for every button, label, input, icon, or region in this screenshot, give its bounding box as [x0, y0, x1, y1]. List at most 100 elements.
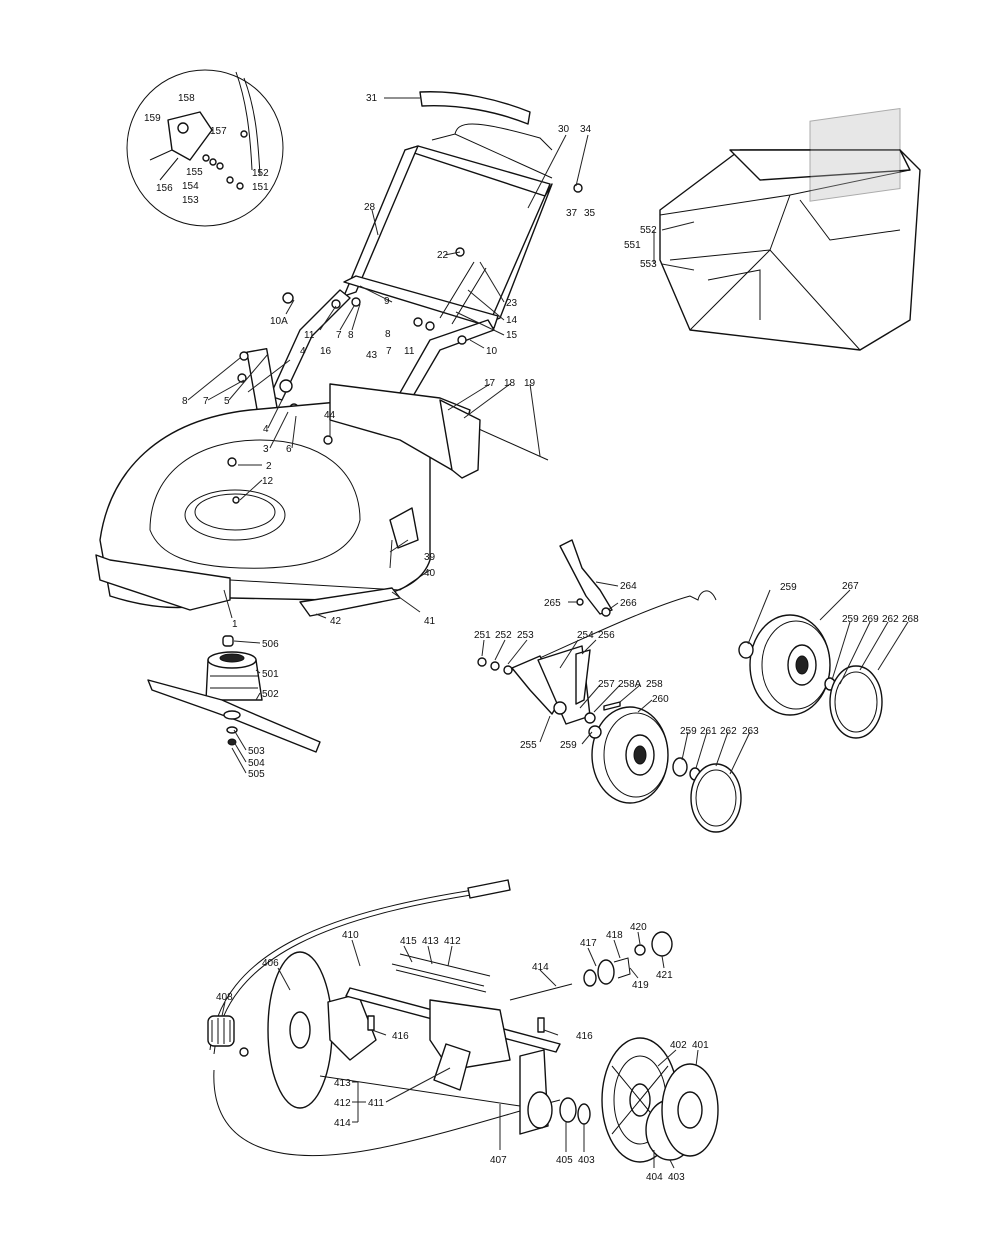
label-413a: 413	[422, 936, 439, 947]
label-259b: 259	[680, 726, 697, 737]
label-251: 251	[474, 630, 491, 641]
label-41: 41	[424, 616, 436, 627]
label-7c: 7	[203, 396, 209, 407]
label-411: 411	[368, 1098, 384, 1109]
label-159: 159	[144, 113, 161, 124]
label-18: 18	[504, 378, 516, 389]
label-264: 264	[620, 581, 637, 592]
label-261: 261	[700, 726, 717, 737]
label-43: 43	[366, 350, 378, 361]
label-407: 407	[490, 1155, 507, 1166]
label-506: 506	[262, 639, 279, 650]
label-408: 408	[216, 992, 233, 1003]
label-10a: 10A	[270, 316, 288, 327]
label-3: 3	[263, 444, 269, 455]
label-410: 410	[342, 930, 359, 941]
label-156: 156	[156, 183, 173, 194]
label-152: 152	[252, 168, 269, 179]
label-256: 256	[598, 630, 615, 641]
label-35: 35	[584, 208, 596, 219]
label-414a: 414	[532, 962, 549, 973]
label-262a: 262	[720, 726, 737, 737]
label-415: 415	[400, 936, 417, 947]
label-30: 30	[558, 124, 570, 135]
label-269: 269	[862, 614, 879, 625]
label-252: 252	[495, 630, 512, 641]
label-259a: 259	[560, 740, 577, 751]
label-401: 401	[692, 1040, 709, 1051]
label-255: 255	[520, 740, 537, 751]
label-503: 503	[248, 746, 265, 757]
label-2: 2	[266, 461, 272, 472]
label-17: 17	[484, 378, 496, 389]
label-419: 419	[632, 980, 649, 991]
label-22: 22	[437, 250, 449, 261]
label-8a: 8	[348, 330, 354, 341]
label-403a: 403	[578, 1155, 595, 1166]
label-262b: 262	[882, 614, 899, 625]
label-267: 267	[842, 581, 859, 592]
label-552: 552	[640, 225, 657, 236]
label-8c: 8	[182, 396, 188, 407]
label-505: 505	[248, 769, 265, 780]
label-7b: 7	[386, 346, 392, 357]
label-259d: 259	[842, 614, 859, 625]
label-502: 502	[262, 689, 279, 700]
label-406: 406	[262, 958, 279, 969]
label-155: 155	[186, 167, 203, 178]
label-12: 12	[262, 476, 274, 487]
label-14: 14	[506, 315, 518, 326]
label-4a: 4	[300, 346, 306, 357]
label-7a: 7	[336, 330, 342, 341]
label-1: 1	[232, 619, 238, 630]
label-34: 34	[580, 124, 592, 135]
label-258a: 258A	[618, 679, 642, 690]
rear-wheel	[738, 614, 883, 739]
label-4b: 4	[263, 424, 269, 435]
label-9: 9	[384, 296, 390, 307]
label-11a: 11	[304, 330, 315, 341]
label-151: 151	[252, 182, 269, 193]
mower-deck	[95, 383, 481, 617]
label-553: 553	[640, 259, 657, 270]
label-6: 6	[286, 444, 292, 455]
label-266: 266	[620, 598, 637, 609]
label-158: 158	[178, 93, 195, 104]
label-412b: 412	[334, 1098, 351, 1109]
detail-inset	[126, 69, 284, 227]
label-40: 40	[424, 568, 436, 579]
label-253: 253	[517, 630, 534, 641]
label-265: 265	[544, 598, 561, 609]
label-420: 420	[630, 922, 647, 933]
label-16: 16	[320, 346, 332, 357]
label-421: 421	[656, 970, 673, 981]
label-417: 417	[580, 938, 597, 949]
grass-box	[659, 107, 921, 351]
label-259c: 259	[780, 582, 797, 593]
label-37: 37	[566, 208, 578, 219]
label-44: 44	[324, 410, 336, 421]
label-402: 402	[670, 1040, 687, 1051]
label-268: 268	[902, 614, 919, 625]
label-153: 153	[182, 195, 199, 206]
drive-assembly	[207, 879, 719, 1163]
label-8b: 8	[385, 329, 391, 340]
label-10: 10	[486, 346, 498, 357]
front-wheel	[588, 706, 742, 833]
label-504: 504	[248, 758, 265, 769]
label-157: 157	[210, 126, 227, 137]
label-11b: 11	[404, 346, 415, 357]
part-labels: 3 1 30 34 37 35 158 159 157 155 156 154 1…	[144, 93, 919, 1183]
label-414b: 414	[334, 1118, 351, 1129]
label-405: 405	[556, 1155, 573, 1166]
label-403b: 403	[668, 1172, 685, 1183]
blade-assembly	[147, 635, 321, 753]
label-42: 42	[330, 616, 342, 627]
label-404: 404	[646, 1172, 663, 1183]
label-260: 260	[652, 694, 669, 705]
label-501: 501	[262, 669, 279, 680]
label-39: 39	[424, 552, 436, 563]
label-257: 257	[598, 679, 615, 690]
label-154: 154	[182, 181, 199, 192]
